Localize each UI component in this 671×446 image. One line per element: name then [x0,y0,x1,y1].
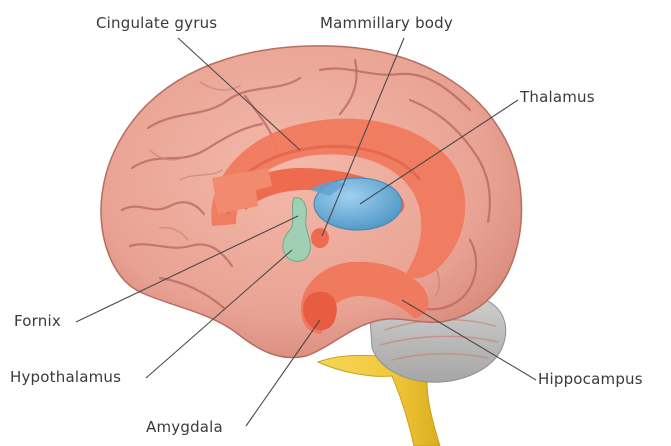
label-hypothalamus: Hypothalamus [10,370,121,385]
label-hippocampus: Hippocampus [538,372,643,387]
mammillary-body [311,228,329,248]
label-amygdala: Amygdala [146,420,223,435]
label-mammillary-body: Mammillary body [320,16,453,31]
label-fornix: Fornix [14,314,61,329]
label-thalamus: Thalamus [520,90,595,105]
label-cingulate-gyrus: Cingulate gyrus [96,16,217,31]
